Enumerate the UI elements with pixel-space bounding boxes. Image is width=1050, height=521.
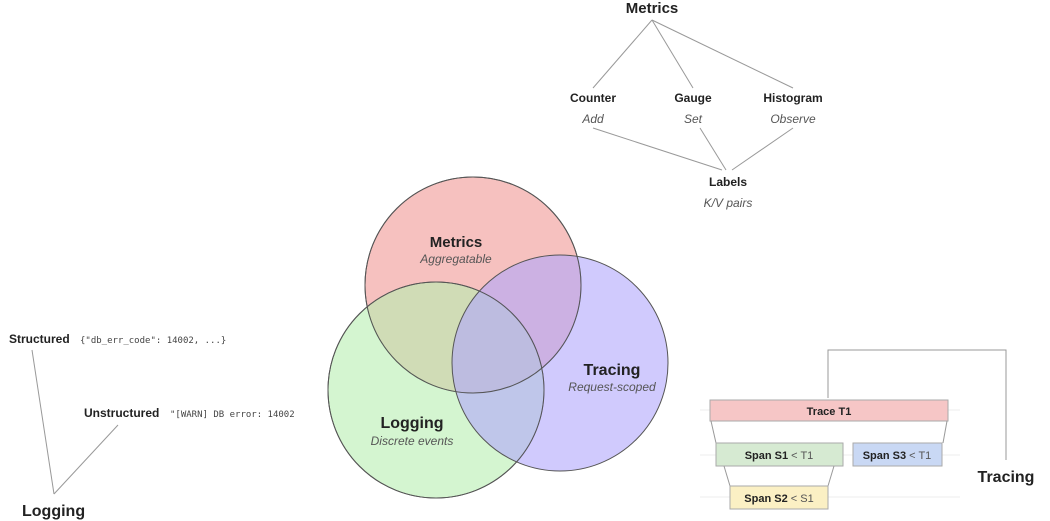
labels-label: Labels [709, 175, 747, 189]
tracing-tree-title: Tracing [978, 469, 1035, 486]
gauge-label: Gauge [674, 91, 712, 105]
venn-tracing-title: Tracing [584, 362, 641, 379]
venn-logging-desc: Discrete events [371, 434, 454, 448]
span-s1: Span S1 < T1 [745, 450, 814, 462]
tracing-circle [451, 254, 669, 472]
venn-tracing-desc: Request-scoped [568, 380, 656, 394]
metrics-tree: Metrics Counter Add Gauge Set Histogram … [570, 0, 823, 210]
span-s3: Span S3 < T1 [863, 450, 932, 462]
span-s3-bar [852, 442, 943, 467]
tracing-tree: Trace T1 Span S1 < T1 Span S3 < T1 Span … [700, 349, 1035, 510]
venn-diagram: Metrics Aggregatable Tracing Request-sco… [327, 176, 669, 499]
counter-op: Add [581, 112, 604, 126]
counter-label: Counter [570, 91, 616, 105]
histogram-label: Histogram [763, 91, 822, 105]
logging-tree-title: Logging [22, 503, 85, 520]
trace-t1-label: Trace T1 [807, 406, 852, 418]
span-s2-bar [729, 485, 829, 510]
unstructured-example: "[WARN] DB error: 14002 [170, 410, 295, 420]
gauge-op: Set [684, 112, 703, 126]
span-s1-bar [715, 442, 844, 467]
trace-t1-bar [709, 399, 949, 422]
metrics-tree-title: Metrics [626, 0, 679, 17]
venn-metrics-title: Metrics [430, 234, 483, 251]
venn-logging-title: Logging [380, 415, 443, 432]
venn-metrics-desc: Aggregatable [419, 252, 492, 266]
logging-tree: Structured {"db_err_code": 14002, ...} U… [9, 332, 295, 520]
labels-desc: K/V pairs [704, 196, 753, 210]
structured-example: {"db_err_code": 14002, ...} [80, 336, 226, 346]
histogram-op: Observe [770, 112, 816, 126]
structured-label: Structured [9, 332, 70, 346]
unstructured-label: Unstructured [84, 406, 159, 420]
span-s2: Span S2 < S1 [744, 493, 813, 505]
